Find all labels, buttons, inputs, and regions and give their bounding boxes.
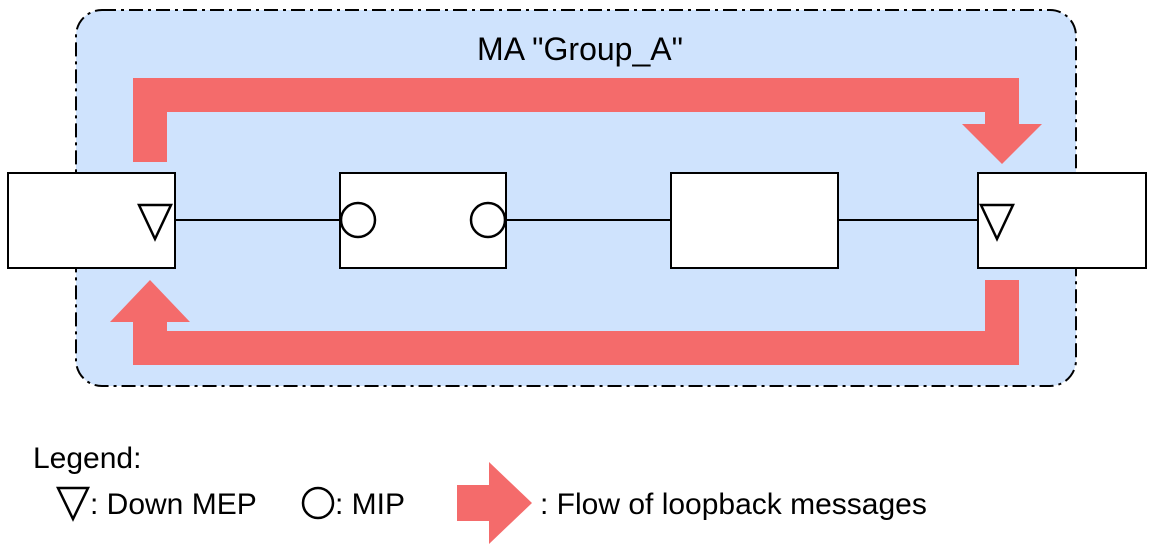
legend-mip: : MIP bbox=[335, 488, 405, 521]
device-4 bbox=[977, 172, 1147, 269]
mip-icon bbox=[339, 201, 377, 239]
flow-arrow-return bbox=[110, 280, 1019, 365]
inverted-triangle-icon bbox=[56, 486, 90, 522]
mip-icon bbox=[469, 201, 507, 239]
legend-title: Legend: bbox=[33, 442, 141, 475]
block-arrow-icon bbox=[457, 462, 532, 544]
device-3 bbox=[670, 172, 839, 269]
device-1 bbox=[7, 172, 176, 269]
legend-flow: : Flow of loopback messages bbox=[540, 488, 927, 521]
down-mep-icon bbox=[137, 203, 173, 242]
ma-label: MA "Group_A" bbox=[477, 31, 683, 67]
flow-arrow-forward bbox=[133, 78, 1042, 164]
ma-region: MA "Group_A" bbox=[75, 9, 1077, 387]
legend: Legend: : Down MEP : MIP : Flow of loopb… bbox=[33, 442, 927, 544]
down-mep-icon bbox=[979, 203, 1015, 242]
device-2 bbox=[339, 172, 507, 269]
circle-icon bbox=[301, 486, 335, 520]
legend-down-mep: : Down MEP bbox=[90, 488, 257, 521]
